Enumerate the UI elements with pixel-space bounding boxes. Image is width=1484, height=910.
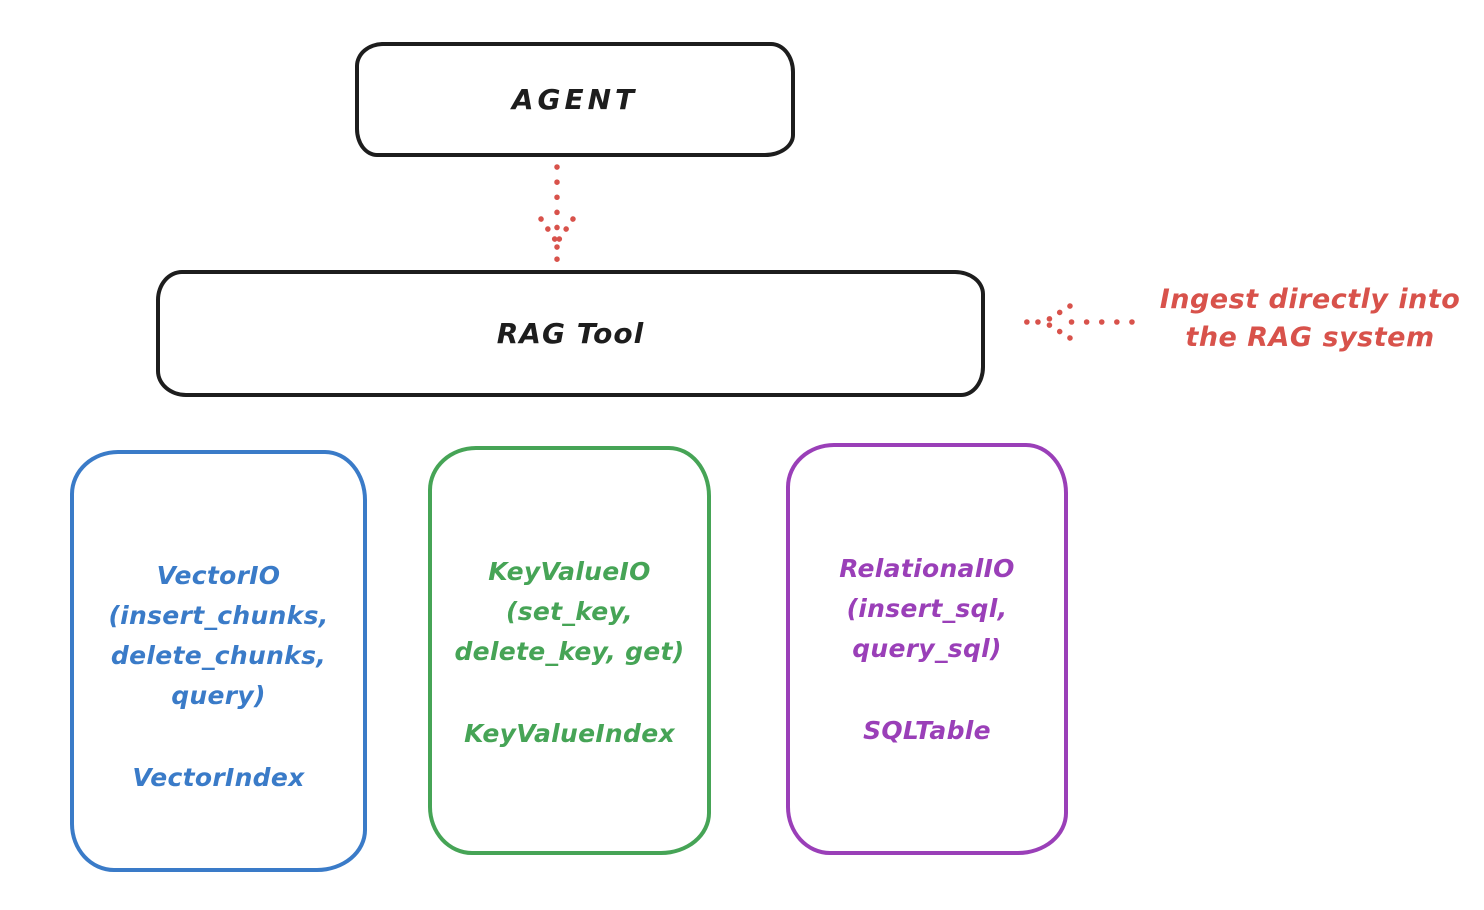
- relational-io-title: RelationalIO: [839, 554, 1015, 583]
- relational-io-box: RelationalIO (insert_sql, query_sql) SQL…: [786, 443, 1068, 855]
- vector-io-methods: (insert_chunks, delete_chunks, query): [108, 601, 329, 710]
- keyvalue-index-label: KeyValueIndex: [464, 719, 675, 748]
- relational-io-methods: (insert_sql, query_sql): [846, 594, 1008, 663]
- agent-label: AGENT: [511, 83, 639, 116]
- ingest-annotation-text: Ingest directly into the RAG system: [1159, 284, 1461, 353]
- agent-box: AGENT: [355, 42, 795, 157]
- keyvalue-io-methods: (set_key, delete_key, get): [454, 597, 685, 666]
- rag-tool-label: RAG Tool: [496, 317, 645, 350]
- vector-io-title: VectorIO: [156, 561, 281, 590]
- sql-table-label: SQLTable: [863, 716, 991, 745]
- vector-io-box: VectorIO (insert_chunks, delete_chunks, …: [70, 450, 367, 872]
- vector-index-label: VectorIndex: [132, 763, 305, 792]
- rag-tool-box: RAG Tool: [156, 270, 985, 397]
- ingest-dotted-arrow-icon: [1023, 303, 1135, 341]
- keyvalue-io-box: KeyValueIO (set_key, delete_key, get) Ke…: [428, 446, 711, 855]
- agent-to-rag-dotted-arrow-icon: [538, 164, 576, 263]
- keyvalue-io-title: KeyValueIO: [488, 557, 651, 586]
